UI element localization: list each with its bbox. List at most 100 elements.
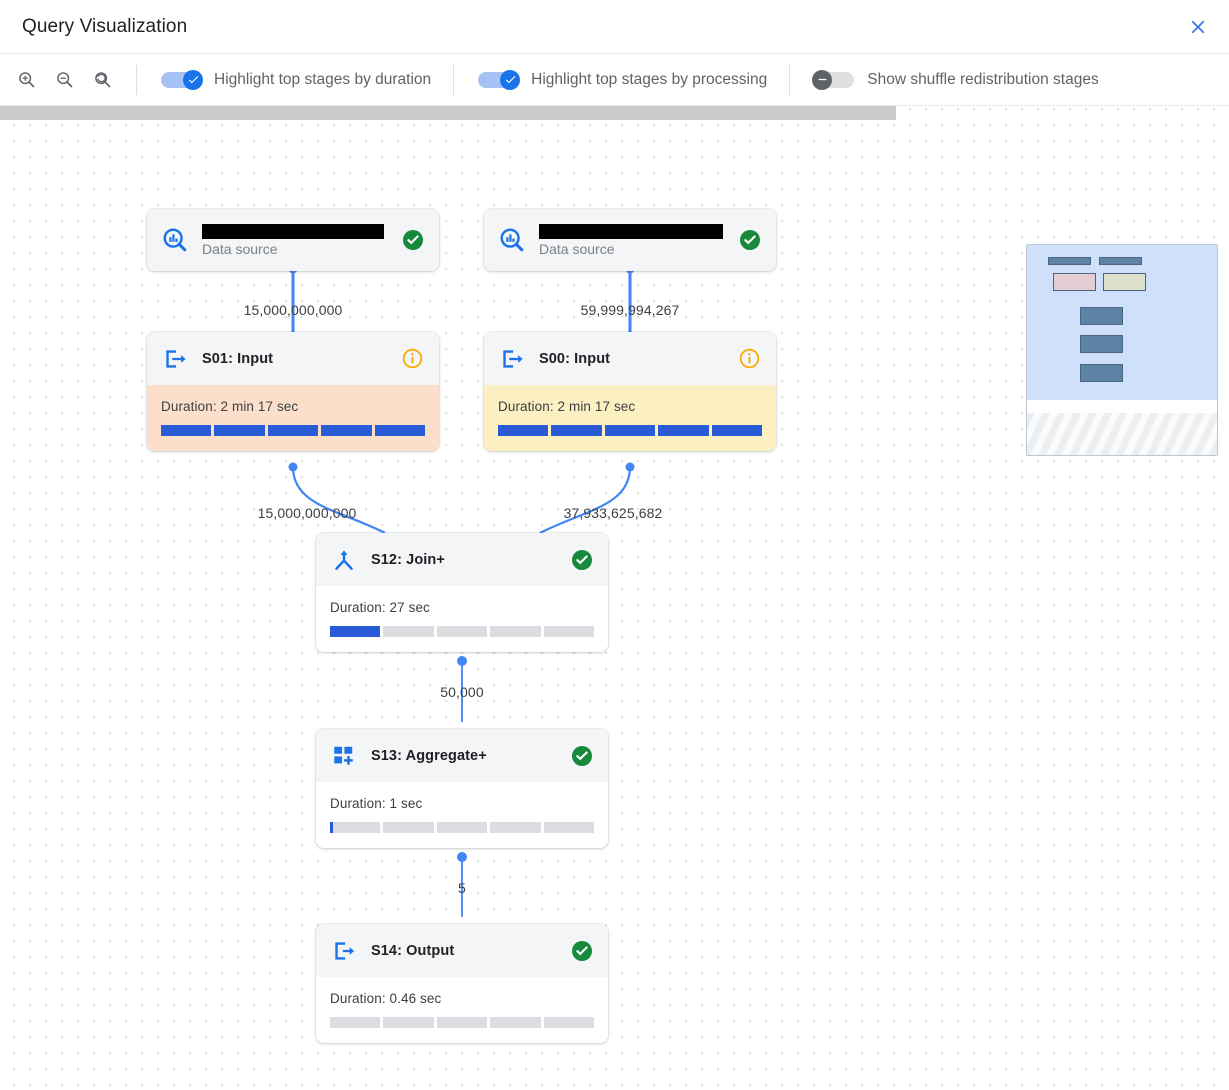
node-title: S14: Output [371,942,455,959]
graph-toolbar: Highlight top stages by duration Highlig… [0,53,1229,106]
node-data-source-right[interactable]: Data source [484,209,776,271]
zoom-controls [10,64,132,96]
output-arrow-icon [330,937,358,965]
status-badge-success [570,939,594,963]
duration-label: Duration: 2 min 17 sec [498,399,636,414]
input-arrow-icon [498,345,526,373]
page-title: Query Visualization [22,15,188,37]
node-header: S00: Input [484,332,776,385]
node-stage-s12[interactable]: S12: Join+ Duration: 27 sec [316,533,608,652]
switch-knob [812,69,833,90]
progress-bar [330,626,595,637]
progress-segment [711,425,763,436]
status-badge-success [738,228,762,252]
zoom-reset-icon [94,72,110,88]
zoom-reset-button[interactable] [86,64,118,96]
progress-segment [490,1017,541,1028]
node-body: Duration: 2 min 17 sec [147,385,439,451]
input-arrow-icon [161,345,189,373]
edge-label: 15,000,000,000 [243,302,343,318]
progress-bar [498,425,763,436]
progress-segment [330,822,381,833]
minimap-out-of-view-area [1027,413,1217,455]
progress-segment [161,425,212,436]
progress-bar [330,1017,595,1028]
node-stage-s14[interactable]: S14: Output Duration: 0.46 sec [316,924,608,1043]
toggle-highlight-processing[interactable]: Highlight top stages by processing [458,69,785,90]
toggle-label-shuffle: Show shuffle redistribution stages [867,70,1099,88]
dialog-header: Query Visualization [0,0,1229,53]
duration-label: Duration: 27 sec [330,600,430,615]
progress-segment [436,1017,488,1028]
data-source-name-redacted [202,223,384,239]
toolbar-divider [453,64,455,95]
node-stage-s00[interactable]: S00: Input Duration: 2 min 17 sec [484,332,776,451]
progress-segment [604,425,656,436]
progress-segment [374,425,426,436]
toggle-switch-shuffle[interactable] [812,69,856,90]
progress-segment [543,822,595,833]
graph-minimap[interactable] [1026,244,1218,456]
status-badge-success [401,228,425,252]
progress-segment [490,822,541,833]
progress-segment [383,822,434,833]
zoom-in-button[interactable] [10,64,42,96]
progress-segment [330,1017,381,1028]
minimap-node [1080,307,1123,325]
progress-segment [543,626,595,637]
status-badge-info[interactable] [401,347,425,371]
minus-icon [818,78,827,81]
edge-label: 59,999,994,267 [580,302,680,318]
edge-label: 50,000 [440,684,484,700]
toggle-switch-processing[interactable] [476,69,521,90]
edge-label: 15,000,000,000 [257,505,357,521]
toggle-highlight-duration[interactable]: Highlight top stages by duration [141,69,449,90]
minimap-node-highlighted [1053,273,1096,291]
duration-label: Duration: 2 min 17 sec [161,399,299,414]
toggle-show-shuffle[interactable]: Show shuffle redistribution stages [794,69,1117,90]
data-source-text: Data source [202,223,388,257]
progress-segment [267,425,319,436]
progress-segment [551,425,602,436]
duration-label: Duration: 0.46 sec [330,991,442,1006]
minimap-node [1048,257,1091,265]
data-source-name-redacted [539,223,723,239]
zoom-out-button[interactable] [48,64,80,96]
progress-segment [321,425,372,436]
close-button[interactable] [1181,10,1215,44]
minimap-node [1099,257,1142,265]
horizontal-scrollbar[interactable] [0,106,1229,120]
graph-canvas[interactable]: 15,000,000,000 59,999,994,267 15,000,000… [0,106,1229,1090]
horizontal-scrollbar-thumb[interactable] [0,106,896,120]
edge-label: 37,933,625,682 [563,505,663,521]
node-stage-s01[interactable]: S01: Input Duration: 2 min 17 sec [147,332,439,451]
progress-segment [214,425,265,436]
node-title: S00: Input [539,350,611,367]
status-badge-info[interactable] [738,347,762,371]
toggle-label-duration: Highlight top stages by duration [214,70,432,88]
data-source-text: Data source [539,223,725,257]
progress-segment [658,425,709,436]
minimap-node [1080,364,1123,382]
node-data-source-left[interactable]: Data source [147,209,439,271]
node-body: Duration: 0.46 sec [316,977,608,1043]
toolbar-divider [136,64,137,95]
node-header: Data source [147,209,439,271]
switch-knob [183,69,203,90]
toggle-switch-duration[interactable] [159,69,203,90]
close-icon [1191,20,1205,33]
edge-label: 5 [458,880,466,896]
progress-segment [383,1017,434,1028]
zoom-out-icon [56,72,72,88]
node-header: S01: Input [147,332,439,385]
toolbar-divider [789,64,791,95]
status-badge-success [570,548,594,572]
duration-label: Duration: 1 sec [330,796,423,811]
node-header: S12: Join+ [316,533,608,586]
data-source-subtitle: Data source [539,240,615,257]
toggle-label-processing: Highlight top stages by processing [531,70,768,88]
node-stage-s13[interactable]: S13: Aggregate+ Duration: 1 sec [316,729,608,848]
check-icon [188,76,198,84]
progress-segment [436,822,488,833]
progress-bar [161,425,426,436]
